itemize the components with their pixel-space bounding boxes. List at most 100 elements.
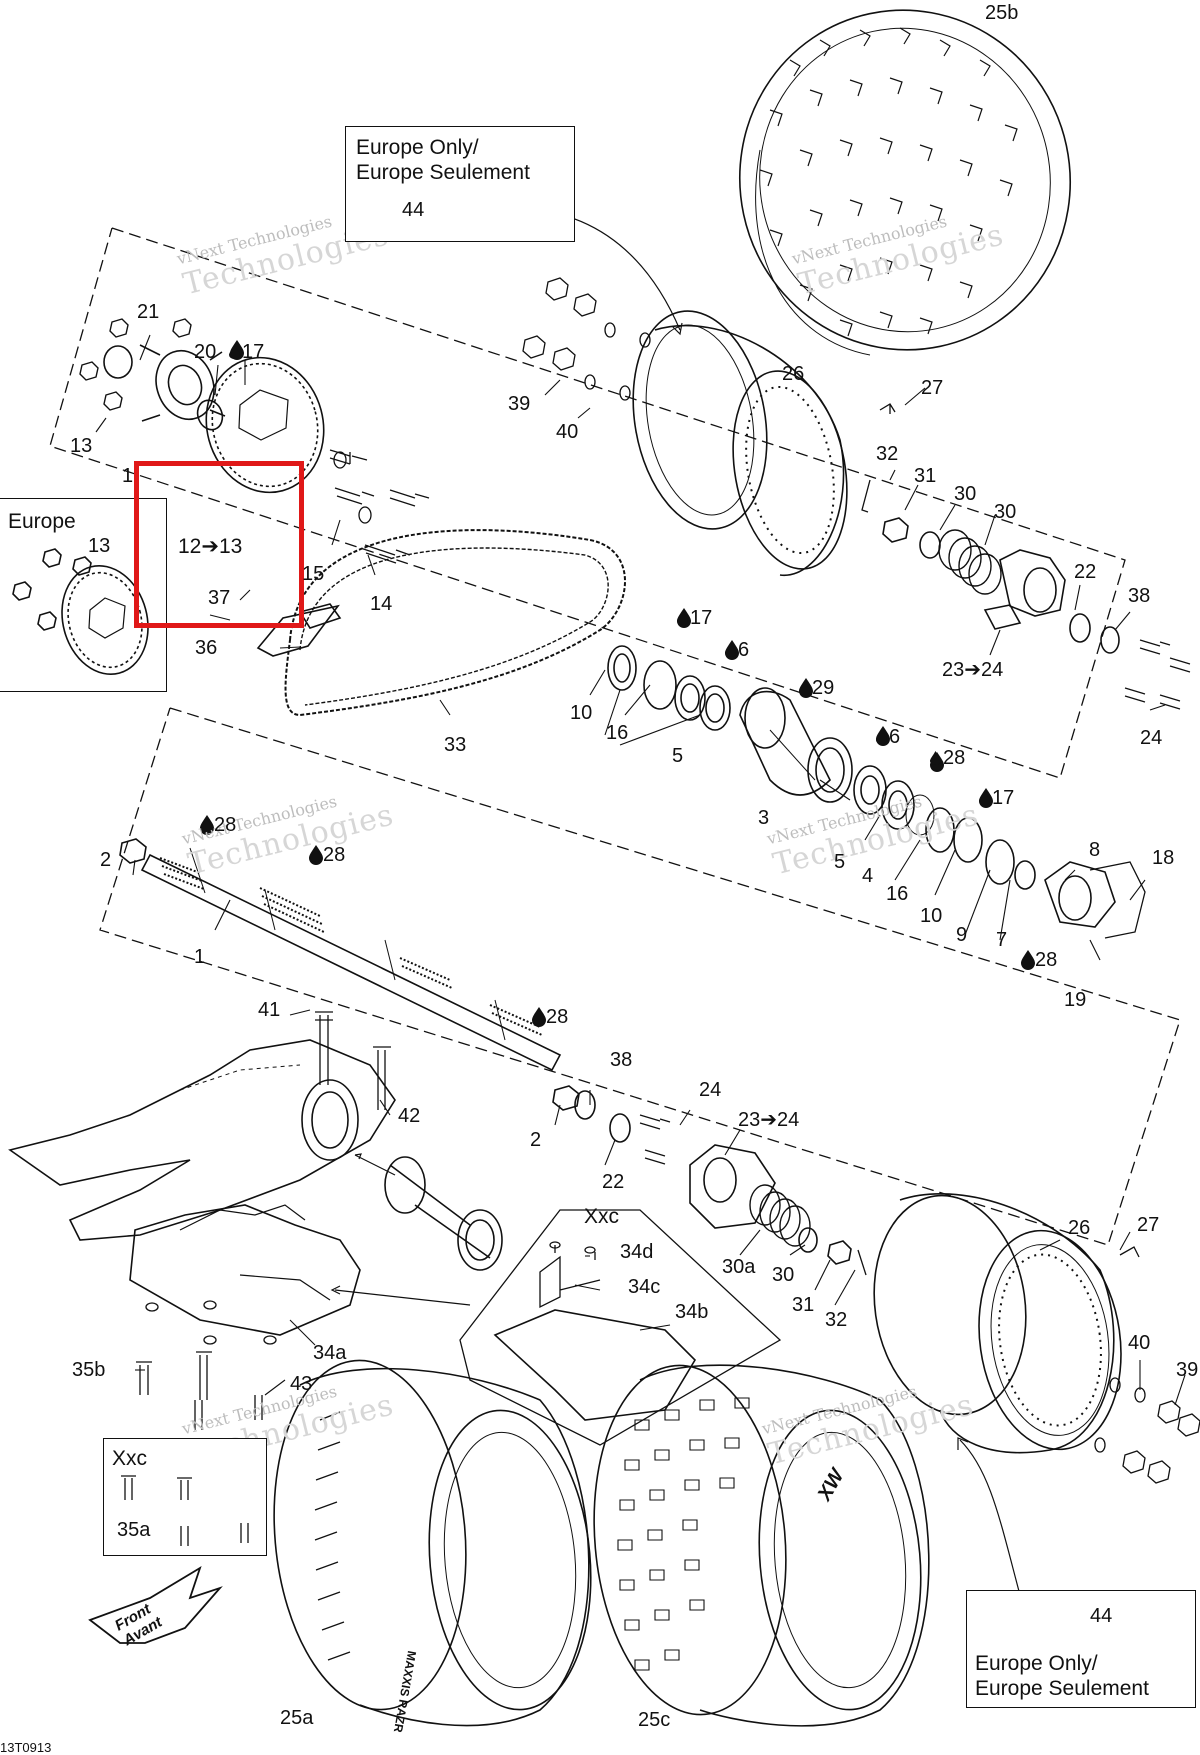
figure-code: 13T0913: [0, 1740, 52, 1755]
part-label: 17: [229, 342, 264, 362]
part-label: 38: [1128, 585, 1151, 607]
part-label: 30a: [722, 1256, 756, 1278]
rim-26-upper: [632, 310, 848, 576]
part-label: 39: [1176, 1359, 1199, 1381]
part-label: 10: [570, 702, 593, 724]
cotter-32-lower: [857, 1249, 867, 1276]
skid-arrow: [334, 1289, 471, 1306]
spacer-2-lower: [552, 1085, 580, 1111]
part-label: 1: [194, 946, 206, 968]
rear-axle-1: [140, 847, 562, 1072]
part-label: 2: [530, 1129, 542, 1151]
part-label: 28: [533, 1007, 568, 1027]
part-label: 26: [1068, 1217, 1091, 1239]
lower-dashed-boundary: [99, 707, 1181, 1246]
spring-30a: [749, 1184, 811, 1247]
xxc-screws: [121, 1475, 249, 1546]
europe-only-label-bottom: Europe Only/Europe Seulement: [975, 1652, 1149, 1700]
xxc-box-left-title: Xxc: [112, 1447, 148, 1470]
washer-30: [919, 531, 941, 559]
part-label-13: 13: [88, 535, 111, 557]
part-label: 16: [886, 883, 909, 905]
nut-31-lower: [827, 1240, 852, 1265]
part-label: 32: [876, 443, 899, 465]
part-label-44-bottom: 44: [1090, 1605, 1113, 1627]
washer-30-lower: [798, 1227, 818, 1253]
wheel-hub-13: [103, 344, 226, 431]
part-label: 41: [258, 999, 281, 1021]
rim-26-lower: [873, 1193, 1122, 1454]
part-label: 31: [914, 465, 937, 487]
part-label: 6: [876, 727, 900, 747]
part-label: 25c: [638, 1709, 671, 1731]
part-label: 15: [302, 563, 325, 585]
part-label-35a: 35a: [117, 1519, 151, 1541]
part-label: 35b: [72, 1359, 106, 1381]
part-label-12-to-13: 12➔13: [178, 535, 243, 558]
lubricant-drops: [200, 340, 1035, 1027]
knuckle-23-lower: [689, 1144, 776, 1229]
part-label: 5: [672, 745, 684, 767]
part-label: 8: [1089, 839, 1101, 861]
part-label: 39: [508, 393, 531, 415]
bracket-34c-34d: [539, 1241, 601, 1309]
wheel-nuts-lower: [1094, 1377, 1200, 1484]
part-label: 22: [1074, 561, 1097, 583]
ring-38: [1100, 626, 1120, 654]
part-label: 19: [1064, 989, 1087, 1011]
part-label-37: 37: [208, 587, 231, 609]
pivot-bushing: [384, 1156, 503, 1271]
part-label: 31: [792, 1294, 815, 1316]
part-label: 23➔24: [738, 1109, 800, 1131]
swing-arm: [8, 1039, 396, 1241]
xxc-box-left: [103, 1438, 267, 1556]
part-label: 29: [799, 678, 834, 698]
part-label: 43: [290, 1373, 313, 1395]
bolts-24-upper: [1124, 639, 1191, 710]
nut-31: [882, 517, 909, 543]
part-label: 17: [677, 608, 712, 628]
bearing-parts-lower: [853, 765, 1036, 890]
part-label: 10: [920, 905, 943, 927]
part-label: 28: [201, 815, 236, 835]
part-label: 18: [1152, 847, 1175, 869]
bearing-parts-upper: [607, 645, 731, 731]
front-arrow: [88, 1565, 223, 1644]
part-label: 27: [921, 377, 944, 399]
screws-35b-43: [136, 1300, 277, 1430]
europe-only-box-bottom: [966, 1590, 1196, 1708]
highlight-box-12-to-13: [134, 461, 304, 628]
ring-38-lower: [574, 1090, 596, 1120]
part-label: 25a: [280, 1707, 314, 1729]
part-label: 4: [862, 865, 874, 887]
valve-27-lower: [1119, 1246, 1140, 1258]
xxc-box-center-title: Xxc: [584, 1205, 620, 1228]
part-label: 9: [956, 924, 968, 946]
sprocket-12: [205, 356, 325, 494]
nuts-13: [79, 318, 192, 411]
part-label: 40: [1128, 1332, 1151, 1354]
europe-only-label-top: Europe Only/Europe Seulement: [356, 136, 530, 184]
part-label: 34c: [628, 1276, 661, 1298]
part-label: 30: [954, 483, 977, 505]
part-label: 34d: [620, 1241, 654, 1263]
part-label: 38: [610, 1049, 633, 1071]
upper-dashed-boundary: [49, 227, 1126, 779]
valve-27: [879, 403, 896, 414]
part-label: 30: [772, 1264, 795, 1286]
part-label: 40: [556, 421, 579, 443]
part-label: 24: [1140, 727, 1163, 749]
europe-sprocket: [12, 548, 149, 676]
part-label: 28: [310, 845, 345, 865]
bolts-41-42: [315, 1011, 391, 1110]
part-label: 26: [782, 363, 805, 385]
part-label: 32: [825, 1309, 848, 1331]
part-label: 20: [194, 341, 217, 363]
bolts-24-lower: [639, 1114, 671, 1165]
europe-only-box-top: [345, 126, 575, 242]
part-label: 30: [994, 501, 1017, 523]
part-label: 28: [930, 748, 965, 768]
spring-30: [938, 529, 1002, 595]
part-label: 23➔24: [942, 659, 1004, 681]
